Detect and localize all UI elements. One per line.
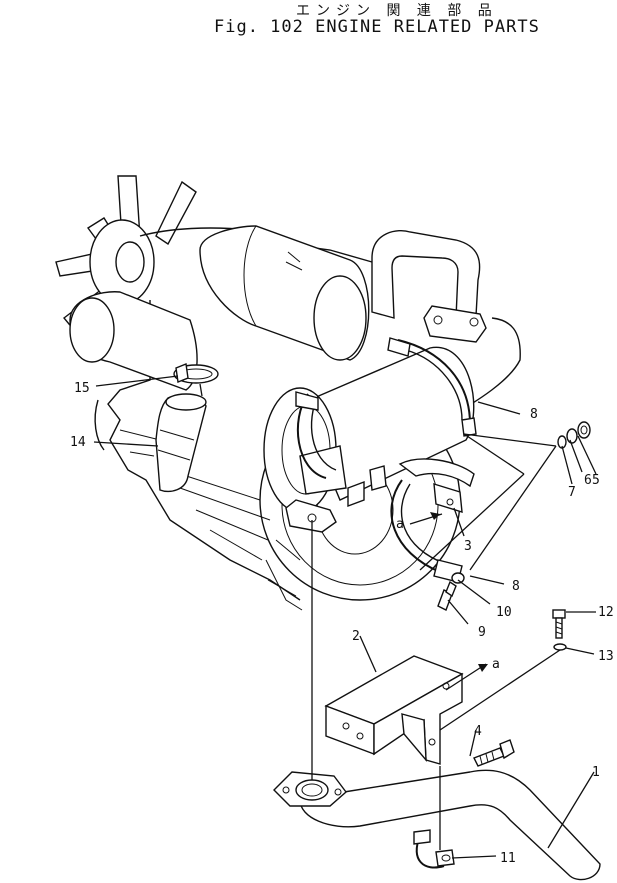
callout-6: 6 [584, 473, 592, 488]
title-japanese: エンジン 関 連 部 品 [296, 3, 498, 19]
bolt-9 [437, 572, 465, 611]
alternator [69, 291, 198, 391]
reference-arrows [430, 512, 488, 672]
bolt-12 [552, 609, 567, 651]
leader-lines [93, 375, 597, 859]
reference-a-upper: a [396, 517, 404, 532]
callout-8-lower: 8 [512, 579, 520, 594]
callout-9: 9 [478, 625, 486, 640]
water-hose [155, 393, 207, 493]
reference-a-lower: a [492, 657, 500, 672]
callout-11: 11 [500, 851, 516, 866]
bolt-4 [473, 739, 515, 767]
callout-13: 13 [598, 649, 614, 664]
callout-14: 14 [70, 435, 86, 450]
callout-2: 2 [352, 629, 360, 644]
callout-4: 4 [474, 724, 482, 739]
callout-8-upper: 8 [530, 407, 538, 422]
hose-clamp [173, 363, 219, 384]
pipe-clamp [413, 829, 455, 869]
callout-labels: 1 2 3 4 5 6 7 8 8 9 10 11 12 13 14 15 a … [70, 381, 614, 866]
callout-10: 10 [496, 605, 512, 620]
figure-title: Fig. 102 ENGINE RELATED PARTS [214, 17, 540, 37]
callout-5: 5 [592, 473, 600, 488]
nut-washers [557, 421, 591, 449]
callout-3: 3 [464, 539, 472, 554]
callout-1: 1 [592, 765, 600, 780]
air-cleaner [199, 225, 370, 361]
callout-12: 12 [598, 605, 614, 620]
callout-7: 7 [568, 485, 576, 500]
exhaust-elbow [371, 229, 487, 343]
callout-15: 15 [74, 381, 90, 396]
exhaust-pipe [273, 769, 601, 881]
bracket [324, 655, 464, 765]
muffler-bands [295, 337, 477, 491]
